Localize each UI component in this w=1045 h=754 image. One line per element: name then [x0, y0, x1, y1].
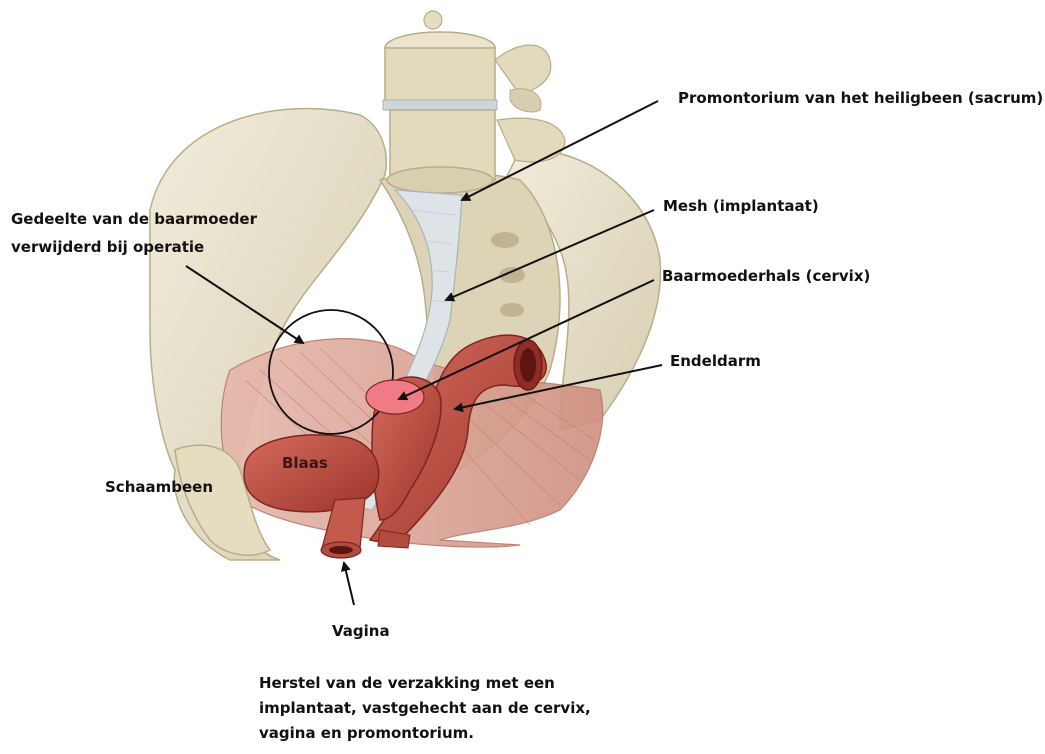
label-removed-uterus-line1: Gedeelte van de baarmoeder [11, 205, 271, 233]
caption-line2: implantaat, vastgehecht aan de cervix, [259, 696, 619, 721]
label-promontorium: Promontorium van het heiligbeen (sacrum) [678, 87, 1043, 110]
caption: Herstel van de verzakking met een implan… [259, 671, 619, 746]
caption-line1: Herstel van de verzakking met een [259, 671, 619, 696]
label-endeldarm: Endeldarm [670, 350, 761, 373]
label-removed-uterus-line2: verwijderd bij operatie [11, 233, 271, 261]
label-blaas: Blaas [282, 452, 328, 475]
label-vagina: Vagina [332, 620, 390, 643]
arrow-vagina [344, 563, 354, 605]
sacral-foramen [500, 303, 524, 317]
rectum-lumen [520, 348, 536, 382]
label-schaambeen: Schaambeen [105, 476, 213, 499]
label-mesh: Mesh (implantaat) [663, 195, 819, 218]
caption-line3: vagina en promontorium. [259, 721, 619, 746]
sacral-foramen [491, 232, 519, 248]
label-cervix: Baarmoederhals (cervix) [662, 265, 870, 288]
cervix-highlight [366, 380, 424, 414]
label-removed-uterus: Gedeelte van de baarmoeder verwijderd bi… [11, 205, 271, 261]
